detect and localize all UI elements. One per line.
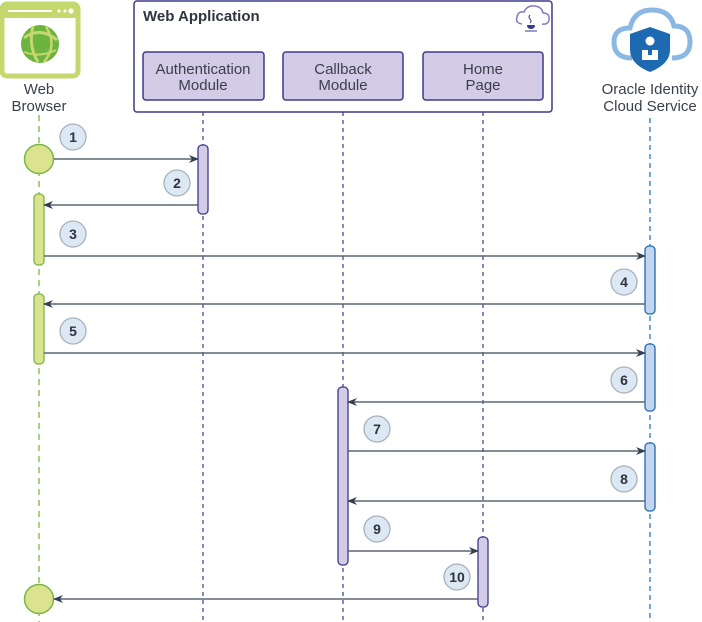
module-callback-line2: Module bbox=[318, 77, 367, 94]
idcs-label-line2: Cloud Service bbox=[603, 98, 696, 115]
activation-callback bbox=[337, 386, 349, 566]
activation-auth bbox=[197, 144, 209, 215]
activation-idcs-3 bbox=[644, 442, 656, 512]
browser-end-node bbox=[23, 583, 55, 615]
activation-home bbox=[477, 536, 489, 608]
step-badge-10: 10 bbox=[443, 563, 471, 591]
activation-browser-2 bbox=[33, 293, 45, 365]
step-badge-4: 4 bbox=[610, 268, 638, 296]
step-badge-circle bbox=[59, 220, 87, 248]
step-badge-circle bbox=[59, 317, 87, 345]
module-authentication-line2: Module bbox=[178, 77, 227, 94]
step-number: 7 bbox=[373, 421, 381, 437]
step-badge-circle bbox=[610, 465, 638, 493]
step-badge-circle bbox=[610, 268, 638, 296]
step-badge-circle bbox=[163, 169, 191, 197]
step-badge-5: 5 bbox=[59, 317, 87, 345]
activation-idcs-1 bbox=[644, 245, 656, 315]
step-number: 2 bbox=[173, 175, 181, 191]
step-number: 5 bbox=[69, 323, 77, 339]
step-badge-6: 6 bbox=[610, 366, 638, 394]
step-number: 1 bbox=[69, 129, 77, 145]
browser-globe-icon bbox=[0, 1, 81, 79]
step-badge-1: 1 bbox=[59, 123, 87, 151]
step-badge-8: 8 bbox=[610, 465, 638, 493]
browser-label-line1: Web bbox=[24, 81, 55, 98]
module-home-line2: Page bbox=[465, 77, 500, 94]
step-badge-circle bbox=[610, 366, 638, 394]
step-badge-2: 2 bbox=[163, 169, 191, 197]
module-home-line1: Home bbox=[463, 61, 503, 78]
step-badge-circle bbox=[363, 415, 391, 443]
module-callback-line1: Callback bbox=[314, 61, 372, 78]
step-badge-3: 3 bbox=[59, 220, 87, 248]
cloud-java-icon bbox=[515, 5, 550, 32]
module-authentication-line1: Authentication bbox=[155, 61, 250, 78]
web-application-container: Web Application Authentication Module Ca… bbox=[133, 0, 553, 113]
web-application-title: Web Application bbox=[143, 8, 260, 25]
cloud-shield-user-icon bbox=[611, 7, 693, 72]
step-badge-circle bbox=[59, 123, 87, 151]
step-badge-9: 9 bbox=[363, 515, 391, 543]
idcs-label-line1: Oracle Identity bbox=[602, 81, 699, 98]
step-number: 6 bbox=[620, 372, 628, 388]
module-authentication[interactable]: Authentication Module bbox=[142, 51, 265, 101]
step-number: 8 bbox=[620, 471, 628, 487]
step-number: 10 bbox=[449, 569, 465, 585]
step-number: 3 bbox=[69, 226, 77, 242]
step-badge-circle bbox=[363, 515, 391, 543]
activation-idcs-2 bbox=[644, 343, 656, 412]
module-callback[interactable]: Callback Module bbox=[282, 51, 404, 101]
step-badge-circle bbox=[443, 563, 471, 591]
step-badge-7: 7 bbox=[363, 415, 391, 443]
browser-label-line2: Browser bbox=[11, 98, 66, 115]
module-home-page[interactable]: Home Page bbox=[422, 51, 544, 101]
browser-start-node bbox=[23, 143, 55, 175]
activation-browser-1 bbox=[33, 193, 45, 266]
step-number: 9 bbox=[373, 521, 381, 537]
step-number: 4 bbox=[620, 274, 628, 290]
